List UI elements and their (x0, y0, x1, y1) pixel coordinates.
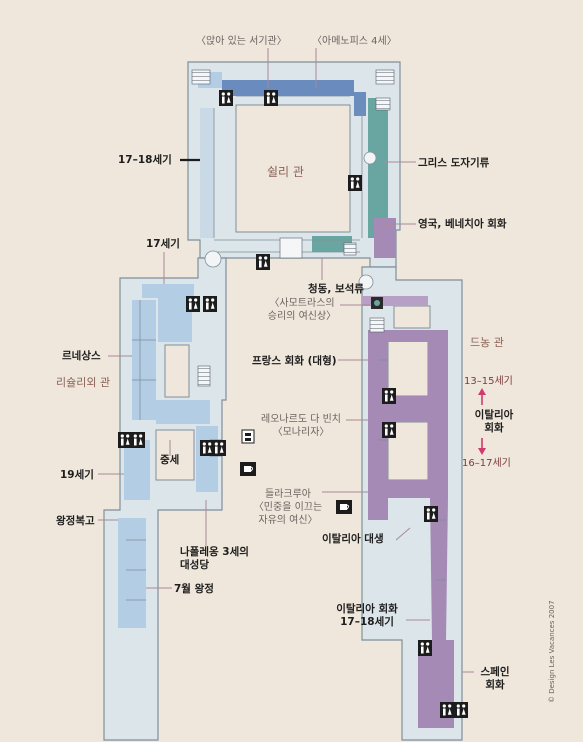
cafe-icon-denon (336, 500, 352, 514)
cafe-icon (240, 462, 256, 476)
label-italian-painting: 이탈리아 회화 (474, 409, 514, 435)
label-delacroix-line3: 자유의 여신〉 (258, 515, 318, 526)
label-delacroix-line1: 들라크루아 (265, 489, 311, 500)
label-italian-17-18-line1: 이탈리아 회화 (336, 603, 398, 615)
label-samothrace-line1: 〈사모트라스의 (269, 298, 335, 309)
label-leonardo-line2: 〈모나리자〉 (272, 427, 330, 438)
label-french-large: 프랑스 회화 (대형) (252, 355, 337, 367)
label-17-century: 17세기 (146, 238, 180, 250)
label-denon-wing: 드농 관 (470, 336, 504, 349)
label-italian-sculpture: 이탈리아 대생 (322, 533, 384, 545)
label-italian-painting-line1: 이탈리아 (474, 409, 514, 421)
courtyards (155, 104, 431, 481)
label-bronzes: 청동, 보석류 (308, 283, 364, 295)
label-italian-17-18-line2: 17–18세기 (340, 616, 394, 628)
label-italian-painting-line2: 회화 (484, 422, 504, 434)
label-leonardo-line1: 레오나르도 다 빈치 (261, 414, 341, 425)
label-samothrace: 〈사모트라스의 승리의 여신상〉 (262, 297, 342, 323)
label-english-venetian: 영국, 베네치아 회화 (418, 218, 507, 230)
label-napoleon-line2: 대성당 (180, 559, 209, 571)
label-napoleon-cathedral: 나폴레옹 3세의 대성당 (180, 546, 249, 572)
century-arrows (478, 388, 486, 455)
label-napoleon-line1: 나폴레옹 3세의 (180, 546, 249, 558)
label-17-18-century: 17–18세기 (118, 154, 172, 166)
label-spanish-painting: 스페인 회화 (476, 666, 514, 692)
label-leonardo: 레오나르도 다 빈치 〈모나리자〉 (254, 413, 348, 439)
label-amenophis: 〈아메노피스 4세〉 (312, 36, 397, 47)
room-dividers (126, 95, 446, 601)
label-renaissance: 르네상스 (62, 350, 101, 362)
label-greek-ceramics: 그리스 도자기류 (418, 157, 490, 169)
label-13-15-century: 13–15세기 (464, 376, 513, 387)
label-richelieu-wing: 리슐리외 관 (56, 376, 111, 389)
label-sully-wing: 쉴리 관 (267, 165, 304, 179)
label-medieval: 중세 (160, 454, 180, 466)
label-restoration: 왕정복고 (56, 515, 95, 527)
label-samothrace-line2: 승리의 여신상〉 (267, 311, 337, 322)
information-icon (371, 297, 383, 309)
richelieu-sections (118, 284, 218, 628)
label-delacroix: 들라크루아 〈민중을 이끄는 자유의 여신〉 (250, 488, 326, 527)
label-16-17-century: 16–17세기 (462, 458, 511, 469)
denon-sections (362, 296, 454, 728)
label-italian-17-18: 이탈리아 회화 17–18세기 (326, 603, 408, 629)
label-spanish-line2: 회화 (485, 679, 505, 691)
label-july-monarchy: 7월 왕정 (174, 583, 214, 595)
leader-lines (98, 48, 474, 673)
label-delacroix-line2: 〈민중을 이끄는 (253, 502, 323, 513)
telephone-icon (241, 429, 255, 444)
label-seated-scribe: 〈앉아 있는 서기관〉 (196, 36, 287, 47)
label-19-century: 19세기 (60, 469, 94, 481)
staircases (191, 69, 395, 457)
copyright-text: © Design Les Vacances 2007 (548, 600, 556, 703)
pavilion-rotundas (204, 151, 377, 290)
label-spanish-line1: 스페인 (480, 666, 510, 678)
